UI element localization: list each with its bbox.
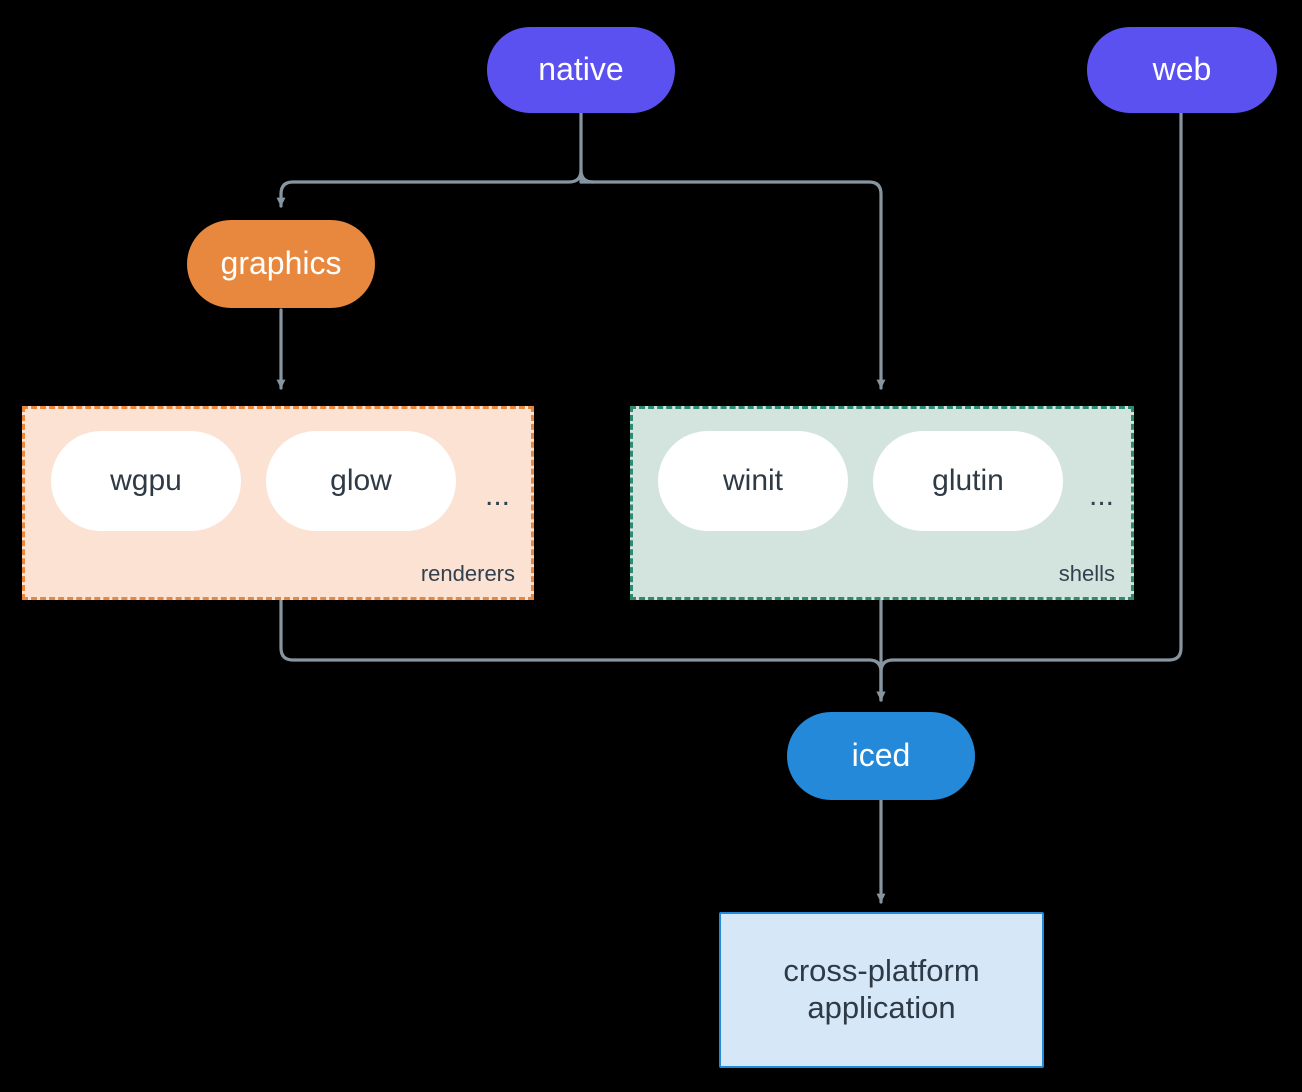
application-label-line-2: application [807, 990, 956, 1025]
shell-item-glutin[interactable]: glutin [873, 431, 1063, 531]
node-graphics-label: graphics [220, 245, 342, 282]
shell-item-glutin-label: glutin [932, 464, 1004, 497]
node-web[interactable]: web [1087, 27, 1277, 113]
renderers-overflow-ellipsis: ... [485, 479, 511, 512]
shells-overflow-ellipsis: ... [1089, 479, 1115, 512]
shell-item-winit-label: winit [722, 464, 783, 497]
edge-native-to-shells [579, 180, 886, 390]
node-cross-platform-application[interactable]: cross-platform application [719, 912, 1044, 1068]
edge-renderers-to-iced [279, 598, 886, 702]
group-shells: winit glutin ... shells [630, 406, 1134, 600]
application-label-line-1: cross-platform [783, 953, 980, 989]
shell-item-winit[interactable]: winit [658, 431, 848, 531]
edge-native-to-graphics [276, 169, 583, 208]
node-iced[interactable]: iced [787, 712, 975, 800]
node-native-label: native [538, 51, 624, 88]
group-shells-label: shells [1058, 561, 1115, 586]
node-native[interactable]: native [487, 27, 675, 113]
node-graphics[interactable]: graphics [187, 220, 375, 308]
node-iced-label: iced [851, 737, 911, 774]
node-web-label: web [1152, 51, 1212, 88]
renderer-item-glow[interactable]: glow [266, 431, 456, 531]
renderer-item-wgpu-label: wgpu [110, 464, 182, 497]
renderer-item-glow-label: glow [330, 464, 392, 497]
group-renderers-label: renderers [420, 561, 515, 586]
group-renderers: wgpu glow ... renderers [22, 406, 534, 600]
edge-native-trunk [579, 111, 595, 184]
renderer-item-wgpu[interactable]: wgpu [51, 431, 241, 531]
